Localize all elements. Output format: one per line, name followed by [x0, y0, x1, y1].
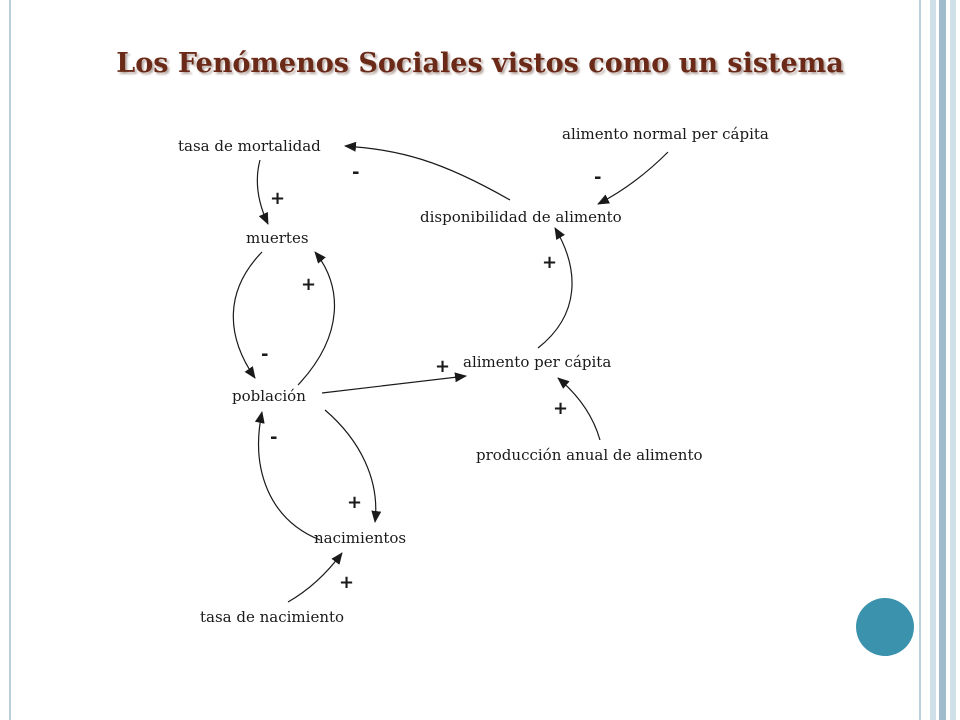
node-produccion: producción anual de alimento — [476, 446, 703, 464]
sign-label: + — [553, 398, 568, 419]
edge-poblacion-to-muertes — [297, 251, 336, 386]
node-tasa-mortalidad: tasa de mortalidad — [178, 137, 321, 155]
sign-label: + — [542, 252, 557, 273]
node-alimento-per-capita: alimento per cápita — [463, 353, 611, 371]
accent-circle — [856, 598, 914, 656]
edge-tasa-nacimiento-to-nacimientos — [287, 552, 343, 603]
side-bar-light — [930, 0, 936, 720]
edge-alimento-normal-to-disponibilidad — [597, 151, 669, 205]
edge-produccion-to-alimento-per-capita — [557, 377, 601, 441]
node-disponibilidad: disponibilidad de alimento — [420, 208, 622, 226]
edge-tasa-mortalidad-to-muertes — [256, 159, 269, 225]
sign-label: - — [594, 167, 601, 188]
side-decoration — [922, 0, 960, 720]
side-bar-dark — [939, 0, 946, 720]
node-tasa-nacimiento: tasa de nacimiento — [200, 608, 344, 626]
node-poblacion: población — [232, 387, 306, 405]
edge-muertes-to-poblacion — [232, 251, 263, 379]
sign-label: - — [352, 162, 359, 183]
sign-label: + — [339, 572, 354, 593]
sign-label: + — [301, 274, 316, 295]
edge-alimento-per-capita-to-disponibilidad — [537, 227, 573, 349]
node-alimento-normal: alimento normal per cápita — [562, 125, 769, 143]
node-muertes: muertes — [246, 229, 309, 247]
sign-label: - — [270, 427, 277, 448]
edge-nacimientos-to-poblacion — [254, 411, 321, 541]
slide-frame — [9, 0, 921, 720]
edge-poblacion-to-alimento-per-capita — [321, 372, 467, 394]
slide-title: Los Fenómenos Sociales vistos como un si… — [116, 48, 844, 79]
side-bar-light — [950, 0, 956, 720]
sign-label: + — [270, 188, 285, 209]
sign-label: + — [435, 356, 450, 377]
sign-label: - — [261, 344, 268, 365]
edge-poblacion-to-nacimientos — [324, 409, 382, 523]
node-nacimientos: nacimientos — [314, 529, 406, 547]
sign-label: + — [347, 492, 362, 513]
edge-disponibilidad-to-tasa-mortalidad — [344, 141, 511, 201]
